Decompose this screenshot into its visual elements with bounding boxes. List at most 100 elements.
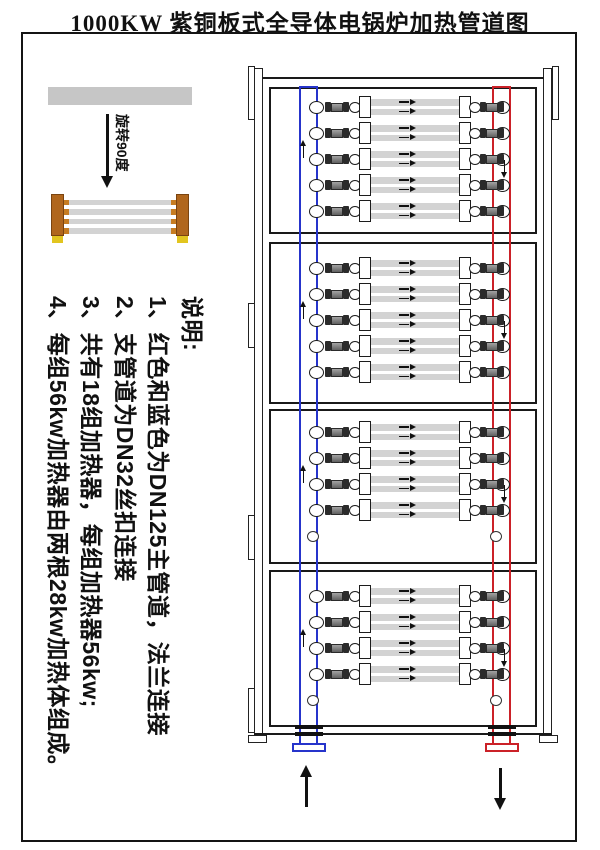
union-body s2-r3 (331, 315, 343, 325)
icon-tab-left-1 (64, 209, 69, 215)
supply-up-arrow-s2 (300, 301, 306, 319)
legend-flat-plate-bar (48, 87, 192, 105)
union-body s4-r2 (331, 617, 343, 627)
pipe-cap-left s4-r1 (309, 589, 324, 603)
union-nut s2-r2 (343, 289, 349, 299)
note-item-4: 4、每组56kw加热器由两根28kw加热体组成。 (45, 296, 71, 779)
union-body s1-r2 (331, 128, 343, 138)
flow-right-arrow s1-r2 (399, 125, 416, 131)
pipe-cap-left s4-r4 (309, 667, 324, 681)
icon-tab-right-0 (171, 199, 176, 205)
union-body s3-r3 (331, 479, 343, 489)
flow-right-arrow s2-r5 (399, 364, 416, 370)
union-body s2-r4 (331, 341, 343, 351)
union-nut s3-r4 (498, 505, 504, 515)
empty-port-left-s3 (306, 530, 319, 542)
end-plate-left s3-r2 (359, 447, 371, 469)
flow-right-arrow s4-r1 (399, 588, 416, 594)
flange-plate-blue-upper (294, 724, 323, 729)
union-nut s3-r2 (480, 453, 486, 463)
end-plate-left s4-r4 (359, 663, 371, 685)
flange-plate-red-upper (487, 724, 516, 729)
flange-plate-red-lower (487, 731, 516, 736)
union-nut s2-r1 (343, 263, 349, 273)
union-nut s2-r2 (325, 289, 331, 299)
pipe-cap-left s2-r3 (309, 313, 324, 327)
end-plate-left s2-r4 (359, 335, 371, 357)
union-nut s2-r1 (498, 263, 504, 273)
union-body s2-r3 (486, 315, 498, 325)
inlet-flange-blue (291, 742, 326, 752)
end-plate-left s1-r4 (359, 174, 371, 196)
flow-right-arrow s2-r3 (399, 312, 416, 318)
icon-tube-2 (64, 218, 176, 224)
inlet-flow-up-arrow (300, 765, 312, 807)
union-nut s1-r2 (480, 128, 486, 138)
union-nut s1-r5 (325, 206, 331, 216)
union-body s2-r5 (486, 367, 498, 377)
flow-right-arrow s4-r2 (399, 614, 416, 620)
union-body s1-r2 (486, 128, 498, 138)
pipe-cap-left s2-r2 (309, 287, 324, 301)
flow-right-arrow s1-r4 (399, 186, 416, 192)
union-nut s1-r4 (325, 180, 331, 190)
end-plate-left s3-r4 (359, 499, 371, 521)
union-nut s4-r4 (498, 669, 504, 679)
union-body s3-r1 (331, 427, 343, 437)
union-nut s1-r5 (498, 206, 504, 216)
union-nut s2-r4 (498, 341, 504, 351)
end-plate-left s2-r3 (359, 309, 371, 331)
flow-right-arrow s4-r4 (399, 675, 416, 681)
copper-block-right (176, 194, 189, 236)
end-plate-left s1-r5 (359, 200, 371, 222)
flow-right-arrow s4-r1 (399, 597, 416, 603)
union-nut s3-r1 (325, 427, 331, 437)
outlet-flow-down-arrow (494, 768, 506, 810)
union-nut s2-r4 (480, 341, 486, 351)
union-nut s3-r4 (343, 505, 349, 515)
flow-right-arrow s4-r3 (399, 649, 416, 655)
union-body s3-r2 (486, 453, 498, 463)
union-body s1-r5 (331, 206, 343, 216)
flow-right-arrow s2-r3 (399, 321, 416, 327)
pipe-cap-left s3-r4 (309, 503, 324, 517)
icon-tab-left-3 (64, 228, 69, 234)
pipe-cap-left s1-r1 (309, 100, 324, 114)
note-item-1: 1、红色和蓝色为DN125主管道，法兰连接 (145, 296, 172, 736)
terminal-right (177, 236, 188, 243)
union-nut s2-r1 (480, 263, 486, 273)
union-nut s3-r2 (325, 453, 331, 463)
union-nut s4-r4 (480, 669, 486, 679)
pipe-cap-left s2-r1 (309, 261, 324, 275)
return-down-arrow-s2 (501, 321, 507, 339)
empty-port-right-s4 (489, 694, 502, 706)
cabinet-wall-left (254, 68, 263, 736)
end-plate-left s4-r2 (359, 611, 371, 633)
icon-tube-0 (64, 199, 176, 205)
union-nut s1-r1 (480, 102, 486, 112)
cabinet-post-top-left (247, 66, 255, 120)
union-nut s4-r3 (480, 643, 486, 653)
union-body s2-r1 (486, 263, 498, 273)
union-nut s3-r2 (343, 453, 349, 463)
union-nut s4-r3 (325, 643, 331, 653)
union-nut s2-r1 (325, 263, 331, 273)
flow-right-arrow s2-r5 (399, 373, 416, 379)
union-body s3-r4 (486, 505, 498, 515)
union-nut s1-r1 (498, 102, 504, 112)
union-nut s2-r5 (480, 367, 486, 377)
flow-right-arrow s1-r1 (399, 108, 416, 114)
icon-tab-left-2 (64, 218, 69, 224)
flow-right-arrow s3-r4 (399, 511, 416, 517)
union-body s4-r4 (486, 669, 498, 679)
note-item-2: 2、支管道为DN32丝扣连接 (112, 296, 138, 582)
union-body s1-r1 (331, 102, 343, 112)
flow-right-arrow s4-r3 (399, 640, 416, 646)
union-nut s1-r5 (480, 206, 486, 216)
flow-right-arrow s1-r5 (399, 212, 416, 218)
icon-tube-1 (64, 209, 176, 215)
flow-right-arrow s1-r5 (399, 203, 416, 209)
union-body s2-r5 (331, 367, 343, 377)
flow-right-arrow s3-r2 (399, 459, 416, 465)
